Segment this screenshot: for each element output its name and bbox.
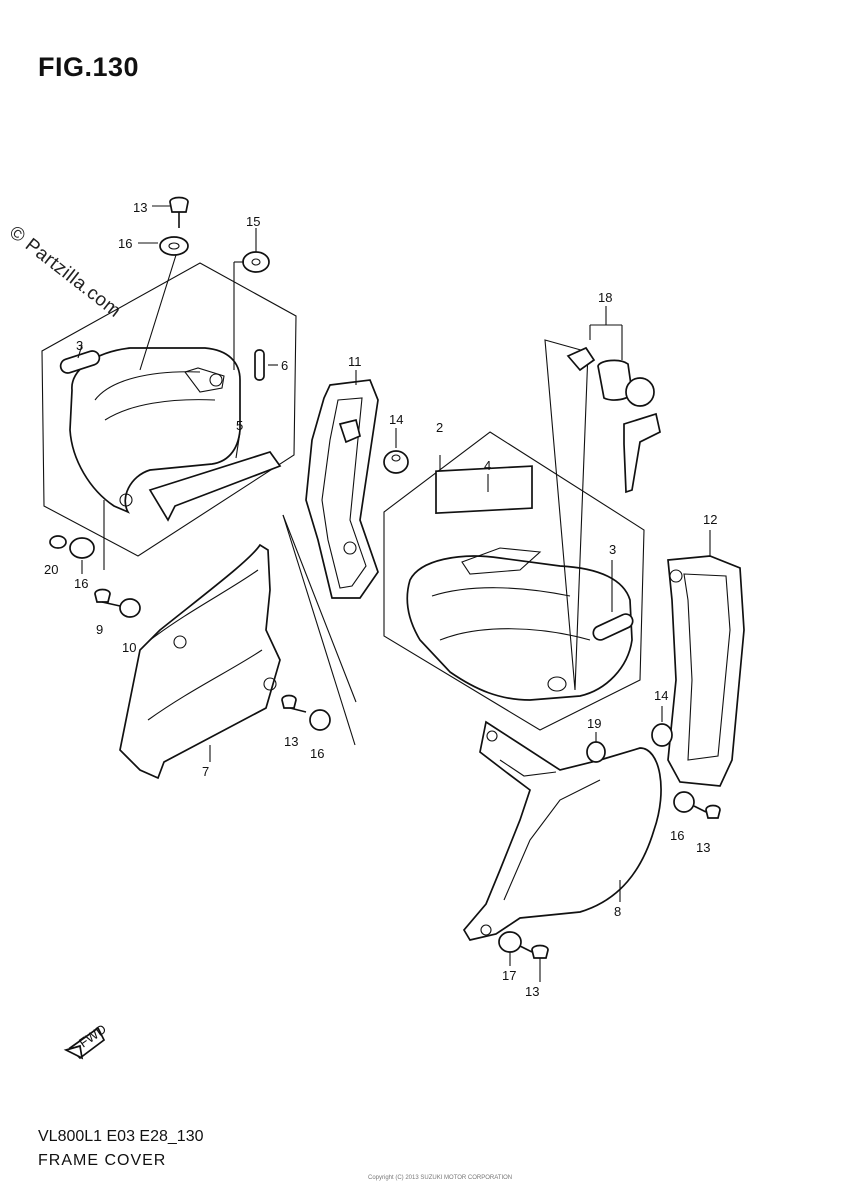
washer-10 <box>119 598 141 618</box>
callout-18: 18 <box>598 290 612 305</box>
callout-17: 17 <box>502 968 516 983</box>
cushion-16-right <box>673 791 695 813</box>
lock-nut <box>566 346 596 372</box>
panel-4 <box>435 465 533 515</box>
pin <box>254 349 265 381</box>
callout-7: 7 <box>202 764 209 779</box>
grommet-15 <box>242 251 270 273</box>
callout-6: 6 <box>281 358 288 373</box>
callout-14: 14 <box>389 412 403 427</box>
key-blade <box>623 412 661 494</box>
copyright-note: Copyright (C) 2013 SUZUKI MOTOR CORPORAT… <box>368 1175 513 1181</box>
callout-5: 5 <box>236 418 243 433</box>
cushion-17 <box>498 931 522 953</box>
callout-20: 20 <box>44 562 58 577</box>
callout-11: 11 <box>348 354 362 369</box>
grommet-19 <box>586 741 606 763</box>
group-outline-left <box>41 262 297 557</box>
bolt-13-mid <box>281 694 297 709</box>
callout-14: 14 <box>654 688 668 703</box>
callout-16: 16 <box>74 576 88 591</box>
bolt-13-right <box>705 804 721 819</box>
callout-3: 3 <box>76 338 83 353</box>
callout-13: 13 <box>284 734 298 749</box>
figure-name: FRAME COVER <box>38 1152 167 1169</box>
bolt-13-bottom <box>531 944 549 959</box>
lock-guide <box>544 339 589 691</box>
frame-cover-7 <box>119 543 281 780</box>
callout-12: 12 <box>703 512 717 527</box>
callout-8: 8 <box>614 904 621 919</box>
callout-15: 15 <box>246 214 260 229</box>
bracket-12 <box>667 555 745 787</box>
cushion-16-b <box>69 537 95 559</box>
callout-16: 16 <box>118 236 132 251</box>
cushion-16-mid <box>309 709 331 731</box>
bracket-11 <box>305 379 379 599</box>
figure-title: FIG.130 <box>38 52 140 82</box>
emblem-right <box>592 613 634 641</box>
callout-10: 10 <box>122 640 136 655</box>
callout-3: 3 <box>609 542 616 557</box>
callout-2: 2 <box>436 420 443 435</box>
bolt-13-top <box>169 196 189 213</box>
grommet-14-b <box>651 723 673 747</box>
emblem-left <box>59 350 101 374</box>
callout-16: 16 <box>670 828 684 843</box>
frame-cover-8 <box>462 720 662 941</box>
callout-9: 9 <box>96 622 103 637</box>
callout-4: 4 <box>484 458 491 473</box>
group-outline-right <box>383 431 645 731</box>
forward-arrow-icon: FWD <box>63 1021 109 1060</box>
callout-19: 19 <box>587 716 601 731</box>
grommet-14-a <box>383 450 409 474</box>
nut-20 <box>49 535 67 549</box>
bolt-9 <box>94 588 111 603</box>
callout-13: 13 <box>133 200 147 215</box>
figure-code: VL800L1 E03 E28_130 <box>38 1128 204 1145</box>
callout-13: 13 <box>525 984 539 999</box>
key-head <box>625 377 655 407</box>
cushion-strip <box>148 451 282 522</box>
callout-16: 16 <box>310 746 324 761</box>
callout-13: 13 <box>696 840 710 855</box>
cushion-16-top <box>159 236 189 256</box>
